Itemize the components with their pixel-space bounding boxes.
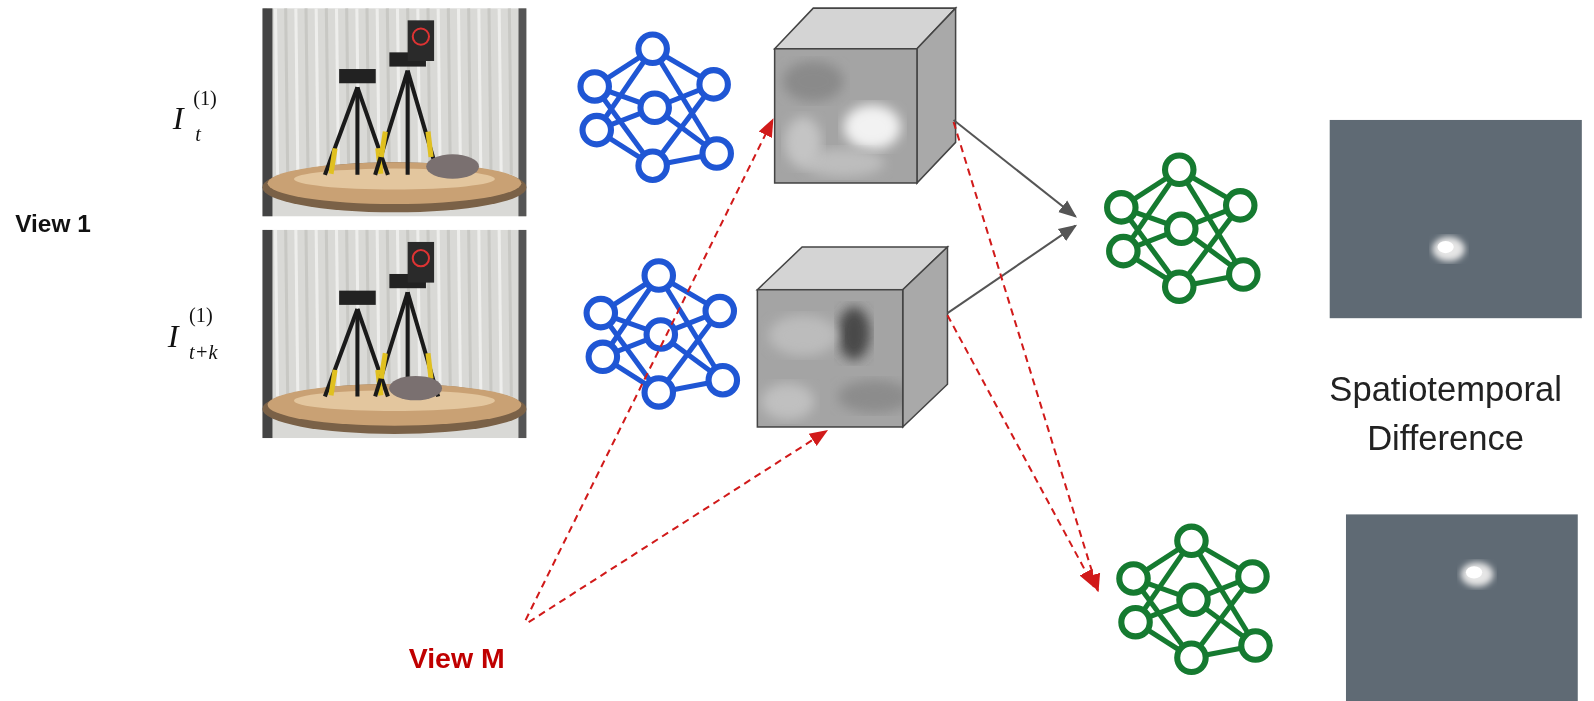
math-symbol: I [168, 319, 179, 352]
arrow [954, 120, 1076, 217]
decoder-network [1119, 527, 1269, 672]
math-superscript: (1) [189, 305, 213, 325]
math-subscript: t+k [189, 342, 217, 362]
decoder-network [1107, 156, 1257, 301]
difference-map [1330, 120, 1582, 318]
output-caption: Spatiotemporal Difference [1297, 364, 1594, 464]
arrow [947, 226, 1075, 313]
dashed-arrow [947, 315, 1093, 586]
dashed-arrow [954, 122, 1098, 591]
dashed-arrow [526, 120, 773, 620]
difference-map [1346, 514, 1578, 701]
camera-photo [262, 230, 526, 438]
view-label: View 1 [15, 211, 91, 235]
dashed-arrow [529, 431, 827, 622]
view-label: View M [409, 645, 505, 673]
feature-cube [775, 8, 956, 183]
encoder-network [580, 35, 730, 180]
camera-photo [262, 8, 526, 216]
math-superscript: (1) [193, 87, 217, 107]
encoder-network [587, 261, 737, 406]
feature-cube [757, 247, 947, 427]
math-symbol: I [173, 102, 184, 135]
math-subscript: t [195, 124, 201, 144]
